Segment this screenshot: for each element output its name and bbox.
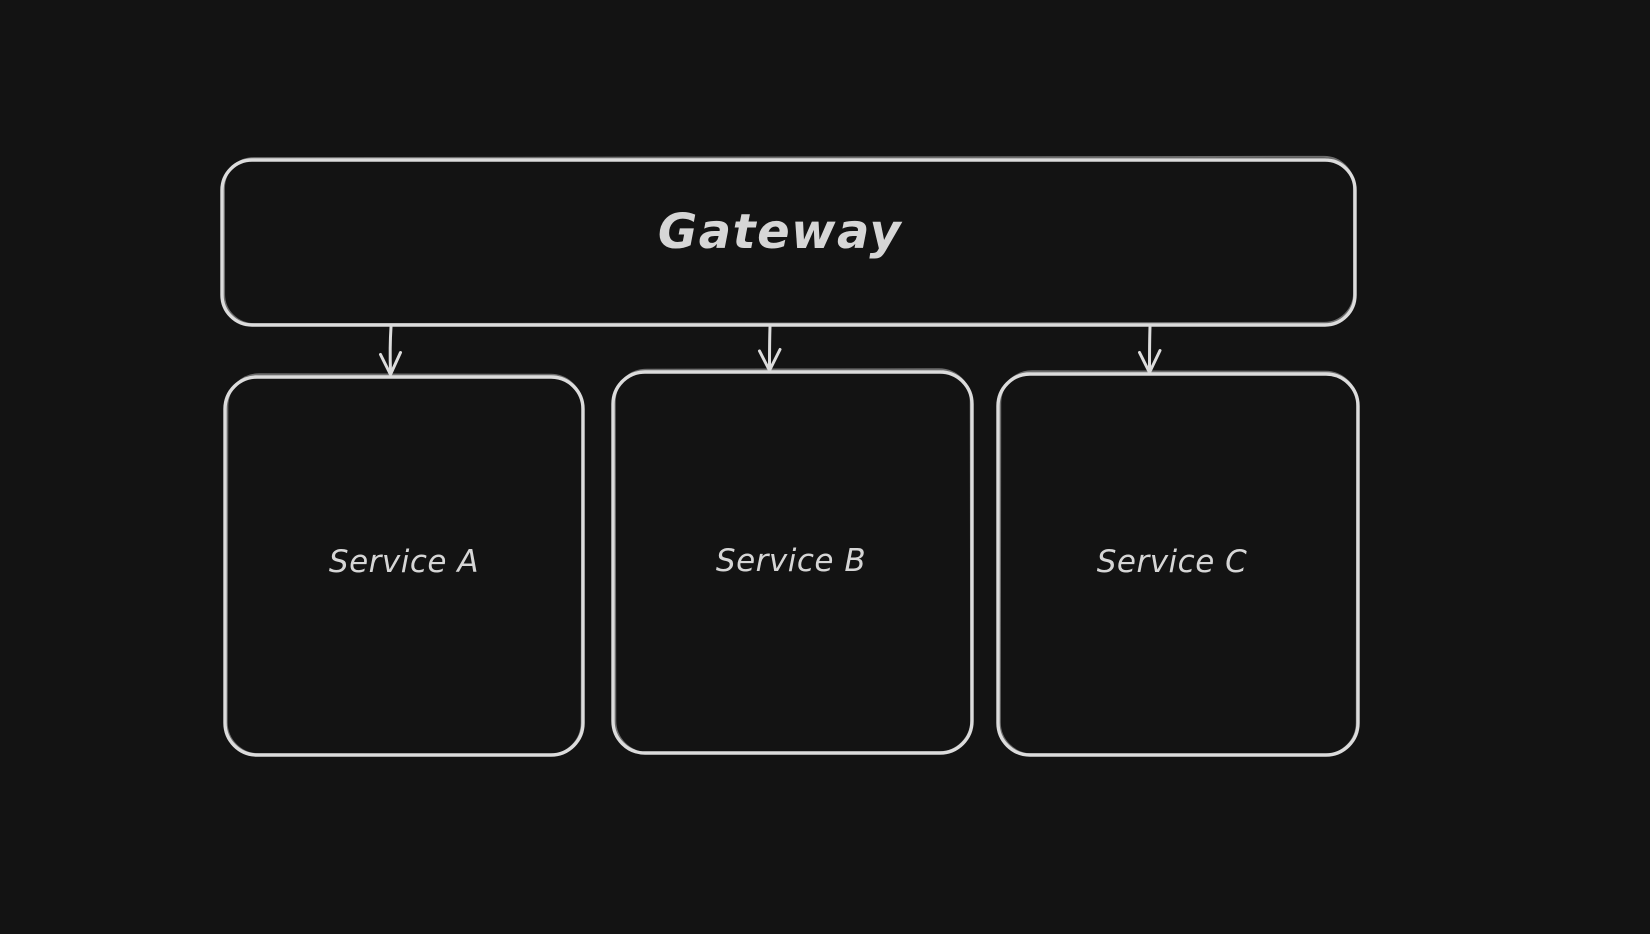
- service-a-label: Service A: [329, 544, 479, 580]
- service-c-label: Service C: [1097, 544, 1248, 580]
- service-b-box: [611, 370, 974, 755]
- service-c-node[interactable]: Service C: [996, 370, 1360, 757]
- arrow-gateway-to-service-c[interactable]: [1138, 325, 1162, 374]
- service-a-node[interactable]: Service A: [223, 373, 585, 757]
- arrow-shaft: [1148, 325, 1152, 372]
- service-a-box: [223, 375, 585, 757]
- arrow-shaft: [388, 325, 393, 374]
- gateway-label: Gateway: [658, 204, 903, 260]
- arrow-shaft: [768, 325, 772, 370]
- gateway-box: [220, 158, 1357, 327]
- arrow-gateway-to-service-a[interactable]: [379, 325, 402, 376]
- arrow-gateway-to-service-b[interactable]: [758, 325, 782, 372]
- service-b-node[interactable]: Service B: [611, 368, 974, 755]
- gateway-node[interactable]: Gateway: [220, 155, 1357, 327]
- arrowhead-icon: [379, 351, 402, 376]
- service-c-box: [996, 372, 1360, 757]
- service-b-label: Service B: [716, 543, 866, 579]
